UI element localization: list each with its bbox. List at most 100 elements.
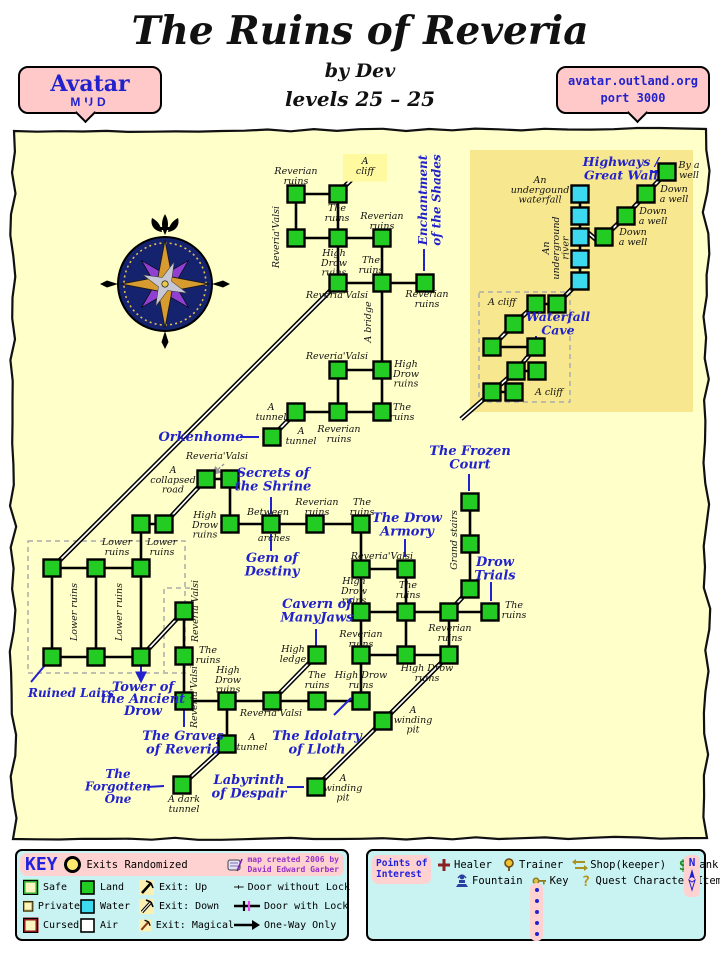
- exit-magical-icon: [139, 919, 151, 932]
- swatch-water-icon: [80, 899, 95, 914]
- one-way-icon: [234, 920, 260, 930]
- map-room-node-water: [570, 206, 590, 226]
- map-room-node-land: [328, 228, 348, 248]
- map-room-node-land: [547, 294, 567, 314]
- north-label: N: [688, 856, 696, 869]
- area-name-label: Enchantmentof the Shades: [416, 154, 444, 246]
- key-item: Air: [80, 917, 139, 933]
- map-room-node-land: [305, 514, 325, 534]
- map-room-node-land: [636, 184, 656, 204]
- room-label: Reveria'Valsi: [350, 551, 413, 562]
- room-label: Reveria'Valsi: [239, 708, 302, 719]
- map-room-node-land: [351, 559, 371, 579]
- map-room-node-land: [373, 711, 393, 731]
- map-room-node-land: [131, 514, 151, 534]
- map-room-node-land: [328, 402, 348, 422]
- map-edge-p: [333, 697, 352, 716]
- map-room-node-land: [328, 360, 348, 380]
- map-credit: map created 2006 by David Edward Garber: [227, 855, 339, 874]
- healer-icon: [438, 859, 450, 871]
- north-indicator: N: [684, 855, 700, 897]
- key-item-label: Exit: Up: [159, 881, 208, 893]
- svg-text:$: $: [679, 858, 687, 873]
- room-label: A bridge: [363, 301, 374, 344]
- map-room-node-water: [570, 271, 590, 291]
- area-name-label: Orkenhome: [158, 430, 243, 445]
- map-room-node-land: [439, 645, 459, 665]
- key-item: Exit: Down: [139, 898, 234, 914]
- exit-down-icon: [139, 899, 154, 914]
- map-room-node-land: [131, 647, 151, 667]
- map-room-node-land: [372, 273, 392, 293]
- map-room-node-land: [504, 314, 524, 334]
- map-room-node-land: [220, 514, 240, 534]
- map-room-node-land: [396, 602, 416, 622]
- map-room-node-land: [42, 647, 62, 667]
- poi-dot-strip: [530, 883, 543, 941]
- map-room-node-water: [570, 249, 590, 269]
- room-label: Reveria'Valsi: [189, 666, 200, 729]
- map-room-node-land: [351, 514, 371, 534]
- key-item: Land: [80, 879, 139, 895]
- room-label: Anundergroundriver: [541, 216, 572, 279]
- key-item: Exit: Up: [139, 879, 234, 895]
- room-label: A cliff: [487, 297, 518, 308]
- room-label: Reveria'Valsi: [185, 451, 248, 462]
- map-header: The Ruins of Reveria by Dev levels 25 – …: [0, 0, 720, 111]
- map-room-node-land: [372, 228, 392, 248]
- map-edge-p: [146, 785, 165, 788]
- map-edge-u: [382, 654, 450, 722]
- map-room-node-land: [504, 382, 524, 402]
- poi-item-label: Shop(keeper): [590, 859, 667, 871]
- level-range: levels 25 – 25: [284, 87, 436, 111]
- poi-item: Shop(keeper): [572, 857, 666, 873]
- key-header-band: KEY Exits Randomized map created 2006 by…: [20, 853, 344, 876]
- map-room-node-land: [372, 402, 392, 422]
- poi-item-label: Quest Character/Item: [595, 875, 720, 887]
- map-room-node-land: [482, 337, 502, 357]
- poi-item-label: Key: [549, 875, 569, 887]
- key-title: KEY: [25, 853, 58, 875]
- map-room-node-land: [351, 645, 371, 665]
- scroll-icon: [227, 858, 244, 871]
- map-edge-u: [315, 720, 384, 788]
- room-label: Reveria'Valsi: [271, 206, 282, 269]
- key-item-label: Exit: Down: [159, 900, 220, 912]
- door-without-lock-icon: [234, 885, 244, 889]
- server-host: avatar.outland.org: [567, 74, 699, 88]
- swatch-private-icon: [23, 900, 34, 912]
- map-room-node-land: [460, 534, 480, 554]
- room-label: Lower ruins: [114, 583, 125, 642]
- map-room-node-land: [217, 734, 237, 754]
- key-item-label: Safe: [43, 881, 68, 893]
- map-room-node-land: [526, 294, 546, 314]
- server-address-badge: avatar.outland.org port 3000: [556, 66, 710, 124]
- credit-line1: map created 2006 by: [247, 855, 339, 865]
- page-title: The Ruins of Reveria: [131, 8, 589, 54]
- room-label: Reveria'Valsi: [305, 290, 368, 301]
- map-room-node-land: [460, 579, 480, 599]
- map-room-node-land: [174, 601, 194, 621]
- door-with-lock-icon: [234, 901, 260, 911]
- key-item-label: Door without Lock: [247, 881, 350, 893]
- key-item-label: Door with Lock: [264, 900, 349, 912]
